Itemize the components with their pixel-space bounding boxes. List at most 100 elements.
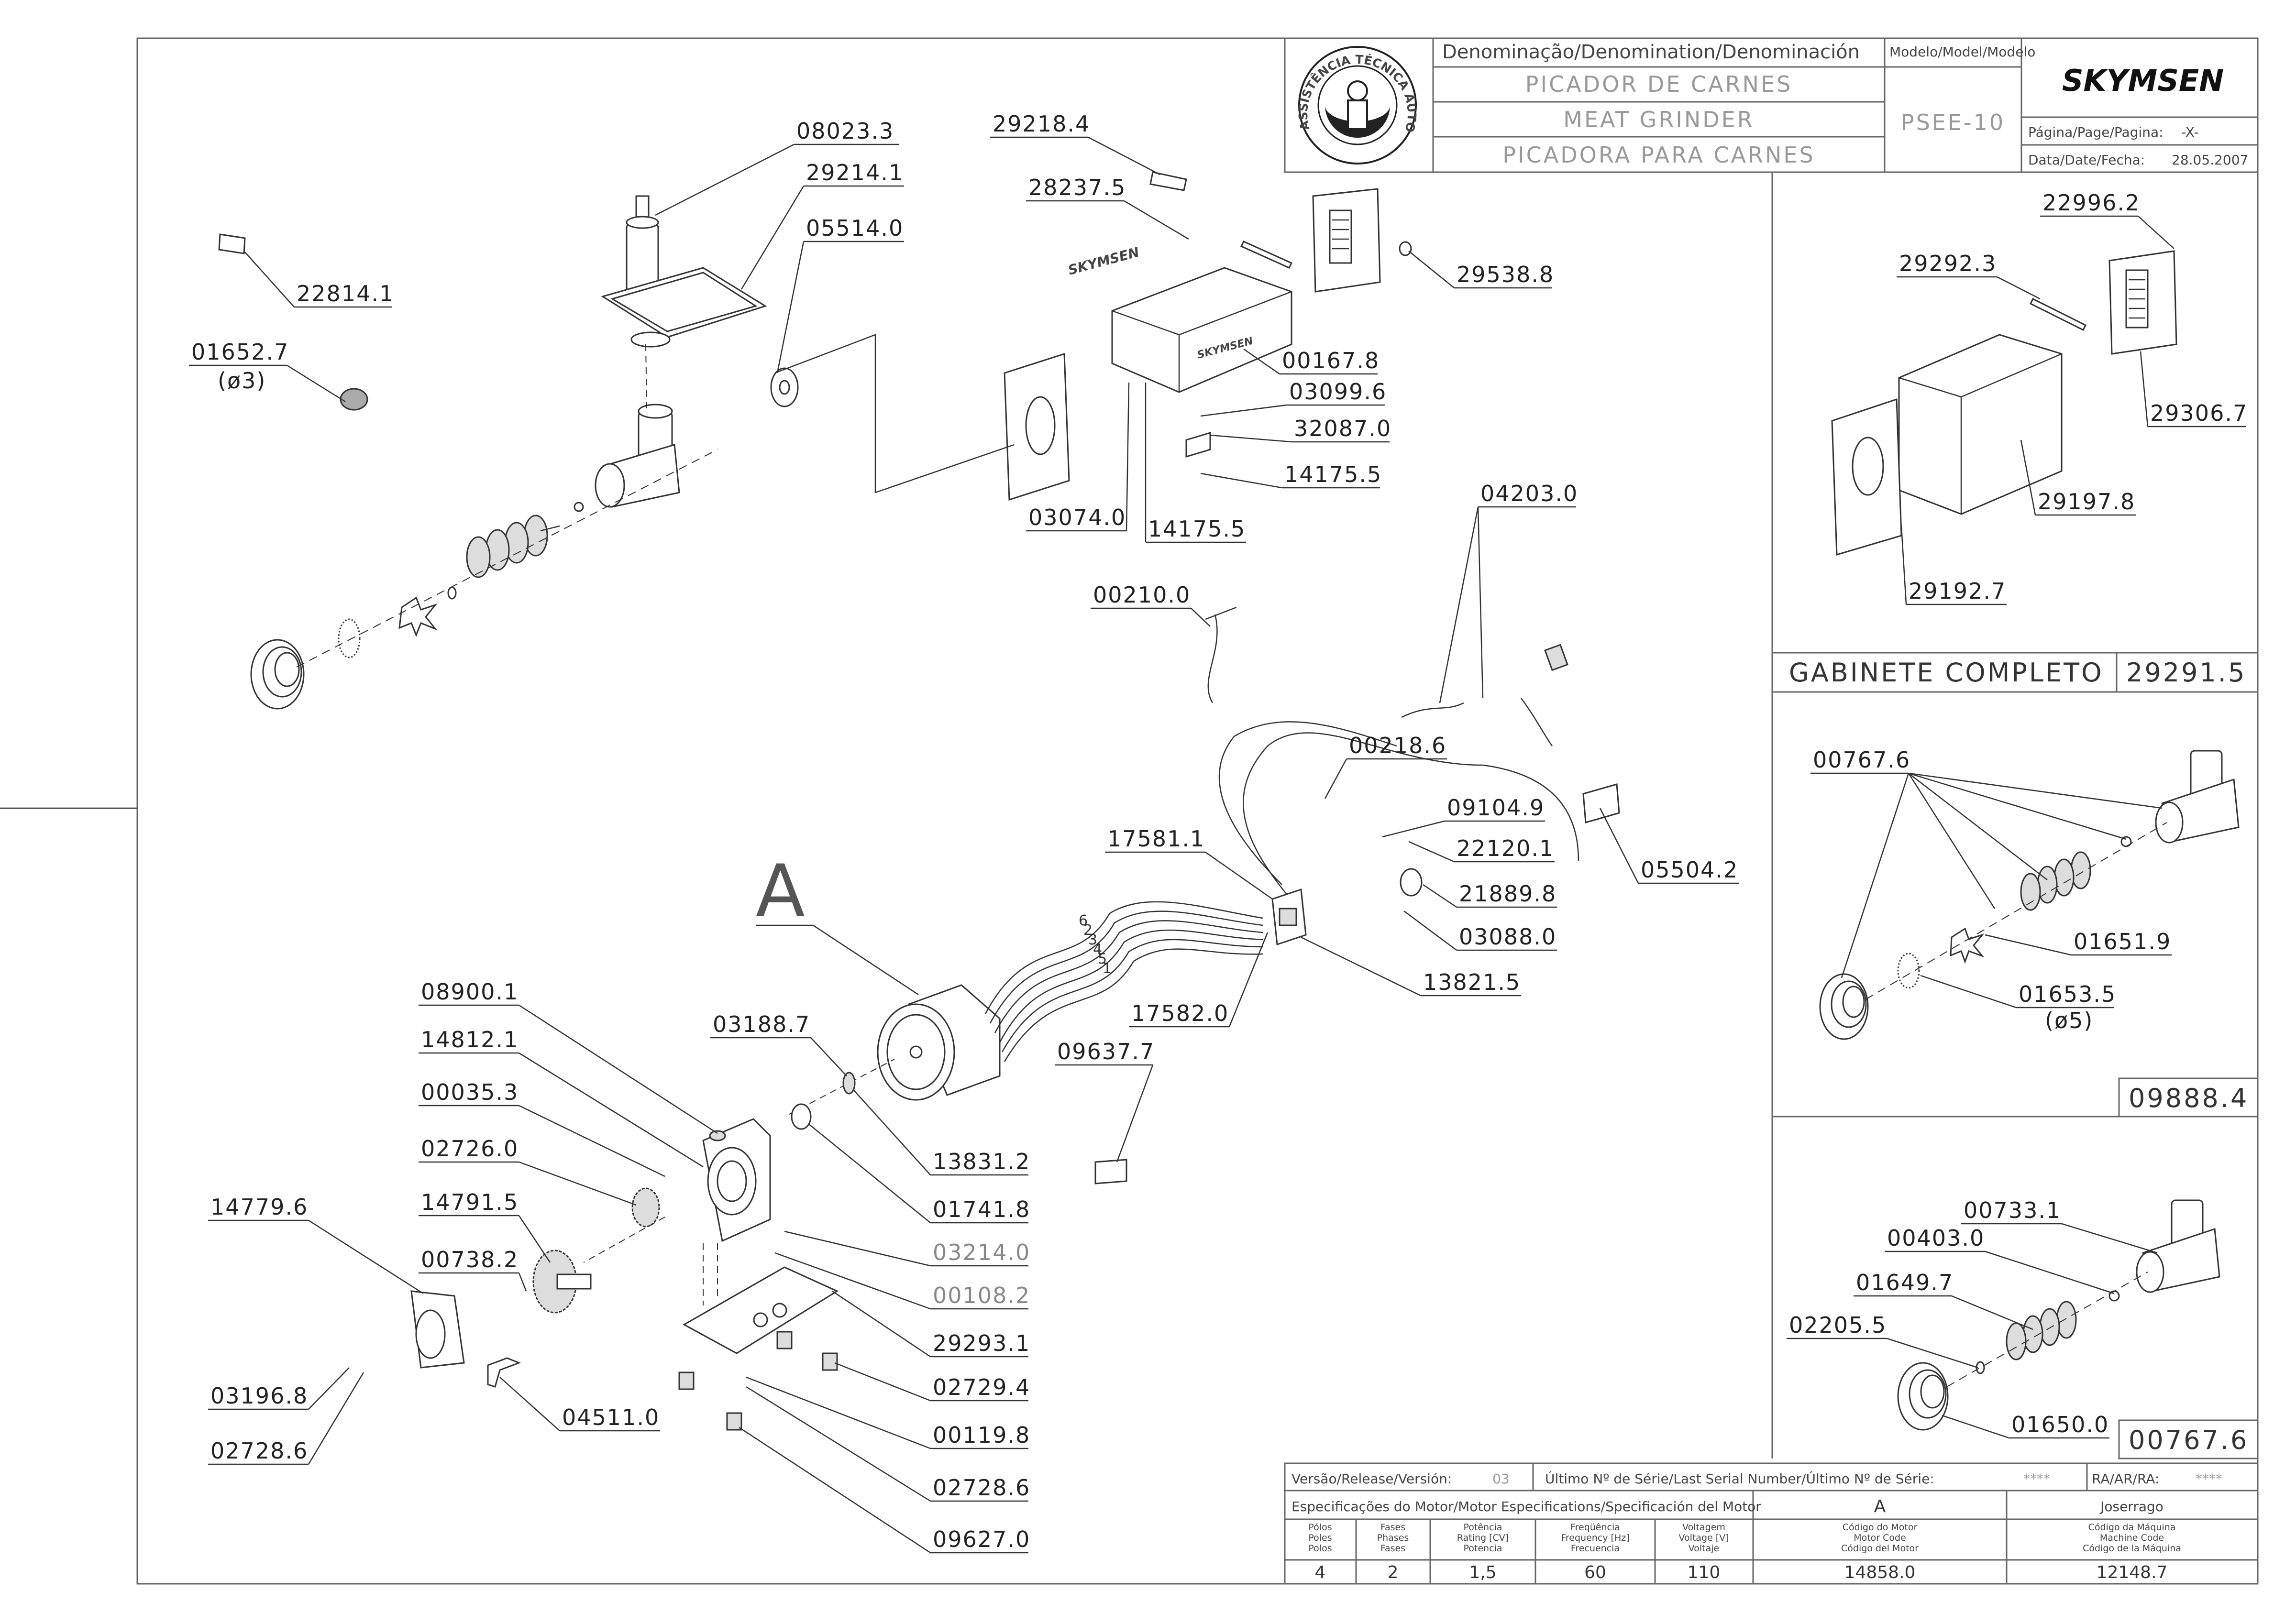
part-label-17581-1: 17581.1	[1105, 826, 1273, 900]
wire-number-1: 1	[1103, 960, 1112, 977]
part-label-13821-5: 13821.5	[1301, 936, 1521, 997]
svg-text:00119.8: 00119.8	[933, 1422, 1030, 1448]
svg-text:22814.1: 22814.1	[297, 281, 394, 307]
poles-value: 4	[1315, 1563, 1326, 1582]
svg-text:Machine Code: Machine Code	[2100, 1533, 2164, 1543]
svg-text:03196.8: 03196.8	[210, 1383, 308, 1409]
svg-text:01651.9: 01651.9	[2074, 929, 2171, 954]
authorized-service-seal: ASSISTÊNCIA TÉCNICA AUTORIZADA	[0, 0, 1419, 164]
svg-text:Código del Motor: Código del Motor	[1841, 1543, 1919, 1554]
svg-text:Freqüência: Freqüência	[1570, 1522, 1620, 1533]
part-label-diameter-3: (ø3)	[218, 368, 265, 394]
svg-text:Frequency [Hz]: Frequency [Hz]	[1561, 1533, 1629, 1543]
svg-text:03074.0: 03074.0	[1028, 504, 1126, 530]
part-label-01652-7: 01652.7	[189, 339, 346, 403]
svg-text:29192.7: 29192.7	[1909, 578, 2006, 604]
wire-number-4: 4	[1093, 941, 1102, 958]
wire-number-3: 3	[1088, 932, 1097, 948]
kitmouth-label-00733-1: 00733.1	[1961, 1197, 2158, 1254]
svg-text:Voltaje: Voltaje	[1689, 1543, 1720, 1554]
part-label-08900-1: 08900.1	[419, 979, 718, 1134]
svg-text:14791.5: 14791.5	[421, 1189, 519, 1215]
gearbox-and-base	[410, 1059, 895, 1431]
svg-text:01653.5: 01653.5	[2019, 981, 2116, 1007]
kit5-label-01653-5: 01653.5	[1920, 975, 2116, 1009]
svg-text:29306.7: 29306.7	[2150, 400, 2248, 426]
product-name-es: PICADORA PARA CARNES	[1502, 142, 1815, 168]
spec-column-phases: Fases Phases Fases 2	[1377, 1522, 1409, 1582]
svg-text:05514.0: 05514.0	[806, 215, 904, 241]
svg-text:Potência: Potência	[1464, 1522, 1502, 1533]
svg-text:28237.5: 28237.5	[1028, 175, 1126, 200]
svg-text:22120.1: 22120.1	[1457, 835, 1554, 861]
part-label-29538-8: 29538.8	[1408, 251, 1554, 289]
part-label-05514-0: 05514.0	[776, 215, 904, 373]
part-label-29214-1: 29214.1	[740, 160, 904, 290]
product-name-en: MEAT GRINDER	[1563, 107, 1754, 132]
svg-text:05504.2: 05504.2	[1641, 857, 1738, 883]
kit-5mm-panel: 00767.6 01651.9 01653.5 (ø5) 09888.4	[1810, 747, 2259, 1118]
phases-value: 2	[1388, 1563, 1399, 1582]
part-label-00218-6: 00218.6	[1324, 733, 1447, 799]
kitmouth-label-00403-0: 00403.0	[1885, 1225, 2115, 1294]
part-label-14812-1: 14812.1	[419, 1027, 704, 1168]
part-label-03214-0: 03214.0	[784, 1230, 1030, 1267]
part-label-29218-4: 29218.4	[990, 111, 1160, 175]
part-label-13831-2: 13831.2	[853, 1090, 1029, 1176]
svg-text:03214.0: 03214.0	[933, 1239, 1030, 1265]
svg-text:29292.3: 29292.3	[1899, 251, 1997, 276]
spec-column-machine-code: Código da Máquina Machine Code Código de…	[2083, 1522, 2181, 1582]
svg-text:17581.1: 17581.1	[1107, 826, 1205, 852]
part-label-14175-5-top: 14175.5	[1200, 461, 1381, 489]
svg-text:00108.2: 00108.2	[933, 1283, 1030, 1308]
svg-text:Potencia: Potencia	[1464, 1543, 1502, 1554]
svg-text:14812.1: 14812.1	[421, 1027, 519, 1053]
svg-text:Pólos: Pólos	[1308, 1522, 1332, 1533]
part-label-22814-1: 22814.1	[243, 251, 394, 308]
svg-text:29538.8: 29538.8	[1457, 262, 1554, 287]
svg-text:00218.6: 00218.6	[1349, 733, 1446, 758]
page-value: -X-	[2181, 124, 2199, 140]
kit5-label-diameter-5: (ø5)	[2045, 1008, 2093, 1033]
cabinet-complete-panel: 22996.2 29292.3 29306.7 29197.8 29192.7 …	[1789, 190, 2248, 692]
spec-column-motor-code: Código do Motor Motor Code Código del Mo…	[1841, 1522, 1919, 1582]
svg-text:Poles: Poles	[1308, 1533, 1332, 1543]
spec-column-voltage: Voltagem Voltage [V] Voltaje 110	[1678, 1522, 1729, 1582]
svg-text:21889.8: 21889.8	[1459, 881, 1556, 907]
svg-text:01652.7: 01652.7	[191, 339, 289, 365]
svg-text:00403.0: 00403.0	[1887, 1225, 1985, 1251]
svg-text:00210.0: 00210.0	[1093, 582, 1191, 608]
part-label-00167-8: 00167.8	[1243, 348, 1380, 375]
motor-code-value: 14858.0	[1844, 1563, 1916, 1582]
kitmouth-label-02205-5: 02205.5	[1787, 1312, 1978, 1369]
svg-text:02205.5: 02205.5	[1789, 1312, 1887, 1338]
kit-mouth-code: 00767.6	[2129, 1425, 2249, 1455]
svg-text:29197.8: 29197.8	[2038, 489, 2135, 515]
seal-text: ASSISTÊNCIA TÉCNICA AUTORIZADA	[0, 0, 1419, 134]
part-label-14791-5: 14791.5	[419, 1189, 551, 1263]
brand-logo: SKYMSEN	[2062, 63, 2224, 98]
svg-text:03188.7: 03188.7	[713, 1011, 810, 1037]
svg-text:29218.4: 29218.4	[993, 111, 1090, 137]
part-label-03088-0: 03088.0	[1403, 910, 1557, 951]
svg-text:Polos: Polos	[1308, 1543, 1332, 1554]
svg-text:(ø5): (ø5)	[2045, 1008, 2093, 1033]
part-label-00035-3: 00035.3	[419, 1079, 665, 1177]
ra-value: ****	[2196, 1471, 2222, 1487]
part-label-00210-0: 00210.0	[1091, 582, 1211, 627]
part-label-02728-6-right: 02728.6	[746, 1386, 1029, 1502]
svg-text:00733.1: 00733.1	[1964, 1197, 2061, 1223]
part-label-00119-8: 00119.8	[746, 1376, 1030, 1449]
svg-text:09104.9: 09104.9	[1447, 795, 1545, 821]
part-label-03099-6: 03099.6	[1200, 379, 1386, 417]
model-value: PSEE-10	[1901, 110, 2005, 135]
wire-number-5: 5	[1098, 951, 1107, 967]
serial-label: Último Nº de Série/Last Serial Number/Úl…	[1545, 1470, 1934, 1487]
svg-text:17582.0: 17582.0	[1131, 1000, 1229, 1026]
part-label-21889-8: 21889.8	[1423, 881, 1557, 908]
part-label-22120-1: 22120.1	[1408, 835, 1555, 863]
svg-text:14779.6: 14779.6	[210, 1194, 308, 1220]
part-label-04203-0: 04203.0	[1439, 481, 1577, 703]
cabinet-complete-title: GABINETE COMPLETO	[1789, 658, 2104, 688]
svg-text:00167.8: 00167.8	[1282, 348, 1380, 373]
